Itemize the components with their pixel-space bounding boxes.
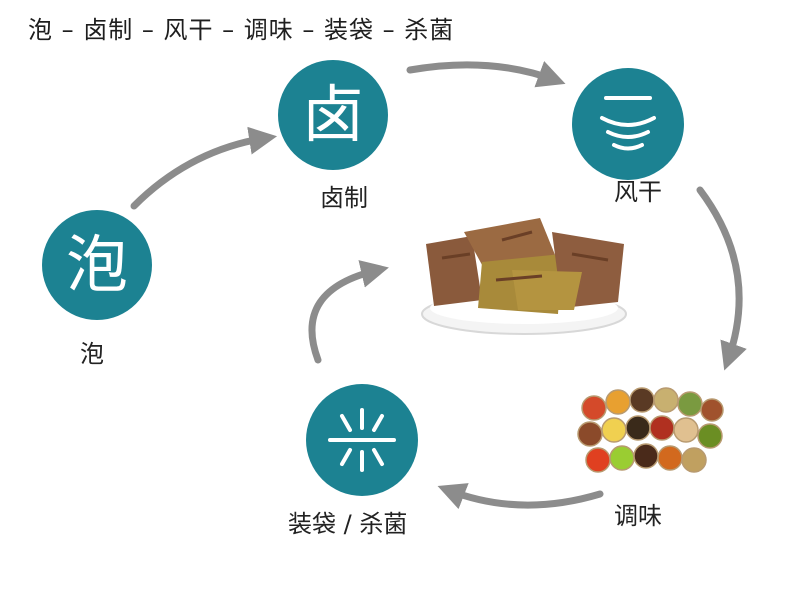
wind-icon	[600, 96, 656, 151]
step-pao-node: 泡	[42, 210, 152, 320]
arrow-tiaowei-to-zhuangdai	[437, 483, 604, 510]
sparkle-icon	[328, 408, 396, 472]
step-tiaowei-label: 调味	[614, 502, 662, 530]
spices-image	[577, 387, 724, 473]
process-title: 泡 – 卤制 – 风干 – 调味 – 装袋 – 杀菌	[28, 16, 455, 44]
arrow-pao-to-luzhi	[130, 126, 278, 210]
step-fenggan-label: 风干	[614, 178, 662, 206]
arrow-zhuangdai-to-center	[308, 260, 389, 364]
step-luzhi-label: 卤制	[320, 184, 368, 212]
step-pao-label: 泡	[80, 340, 104, 368]
step-luzhi-node: 卤	[278, 60, 388, 170]
dried-meat-plate-image	[421, 218, 627, 335]
arrow-luzhi-to-fenggan	[406, 61, 566, 88]
arrow-fenggan-to-tiaowei	[696, 186, 747, 371]
step-luzhi-glyph: 卤	[301, 78, 364, 151]
step-pao-glyph: 泡	[65, 228, 128, 301]
step-fenggan-node	[572, 68, 684, 180]
step-zhuangdai-label: 装袋 / 杀菌	[288, 510, 408, 538]
step-zhuangdai-node	[306, 384, 418, 496]
